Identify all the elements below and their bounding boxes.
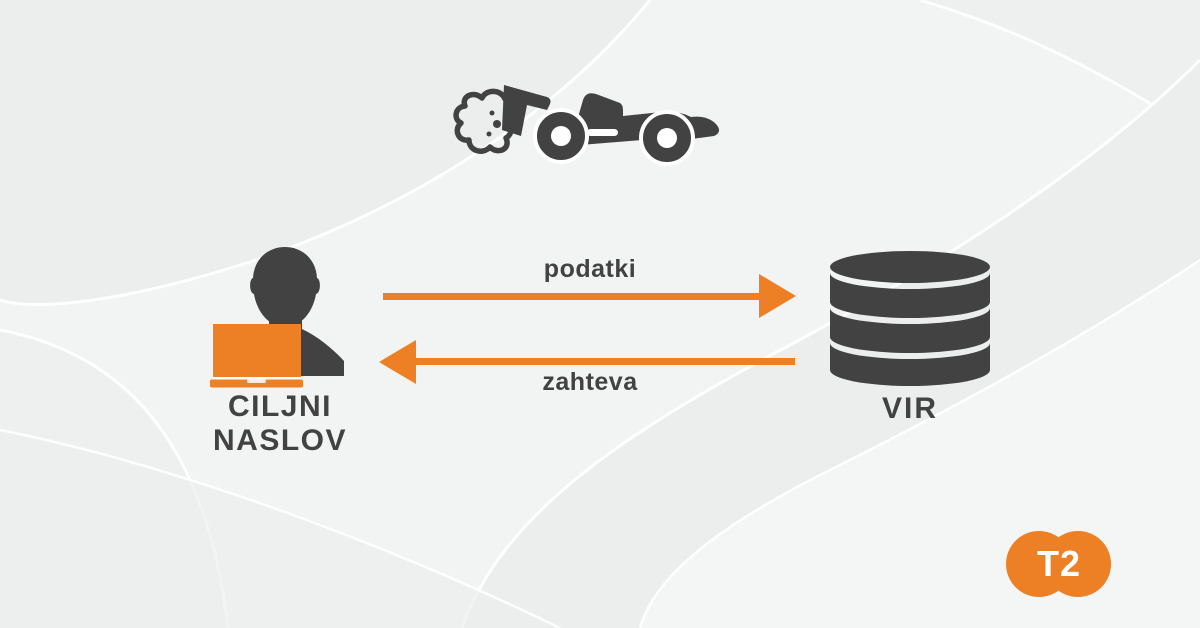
t2-logo: T2 — [1006, 531, 1111, 597]
request-arrow-head — [379, 340, 416, 384]
race-car-icon — [453, 85, 720, 166]
t2-logo-text: T2 — [1037, 543, 1081, 584]
data-arrow-shaft — [383, 293, 763, 300]
laptop-icon — [210, 324, 303, 388]
person-at-laptop-icon — [210, 247, 344, 388]
database-icon — [830, 251, 990, 386]
request-arrow-label: zahteva — [542, 368, 638, 396]
request-arrow-shaft — [412, 358, 795, 365]
data-arrow-head — [759, 274, 796, 318]
target-node-label-line1: CILJNI — [227, 390, 332, 423]
source-node-label: VIR — [881, 392, 938, 425]
target-node-label-line2: NASLOV — [212, 424, 347, 457]
target-node-label: CILJNI NASLOV — [170, 390, 390, 458]
smoke-puff-icon — [453, 88, 514, 154]
person-head — [250, 247, 320, 327]
rear-wing — [502, 85, 551, 136]
data-arrow-label: podatki — [543, 255, 637, 283]
